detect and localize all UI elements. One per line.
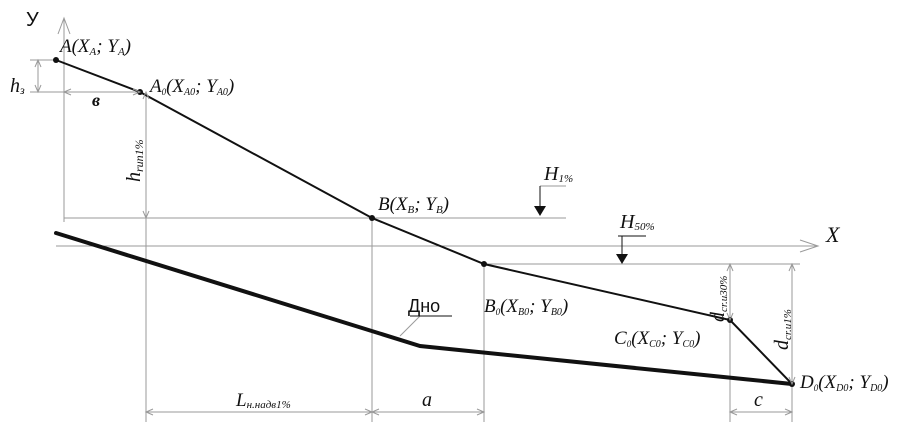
bottom-label: Дно — [399, 296, 452, 337]
label-b: B(XB; YB) — [378, 194, 449, 216]
dim-hrun: hrun1% — [123, 90, 150, 220]
dim-dcr30: dcr.u30% — [707, 262, 734, 322]
label-c0: C0(XC0; YC0) — [614, 328, 700, 350]
dcr30-label: dcr.u30% — [707, 276, 730, 322]
a-label: a — [422, 389, 432, 411]
hrun-label: hrun1% — [123, 139, 146, 182]
y-axis: У — [26, 9, 71, 222]
profile-line — [55, 59, 793, 385]
y-axis-label: У — [26, 9, 39, 31]
bottom-line — [54, 231, 794, 386]
dim-c: c — [728, 389, 794, 416]
label-d0: D0(XD0; YD0) — [799, 372, 889, 394]
label-a0: A0(XA0; YA0) — [148, 76, 234, 98]
dim-a: a — [370, 389, 486, 416]
x-axis-label: X — [825, 222, 841, 247]
level-h1: H1% — [534, 163, 573, 216]
point-a — [53, 57, 59, 63]
bottom-label-text: Дно — [408, 296, 440, 316]
profile-points — [53, 57, 795, 387]
construction-lines — [30, 59, 800, 422]
label-a: A(XA; YA) — [58, 36, 131, 58]
point-b — [369, 215, 375, 221]
c-label: c — [754, 389, 763, 411]
h50-label: H50% — [619, 211, 655, 233]
dcr1-label: dcr.u1% — [771, 309, 794, 350]
point-b0 — [481, 261, 487, 267]
l-label: Lн.надв1% — [235, 390, 291, 411]
dim-b: в — [62, 88, 142, 110]
h1-label: H1% — [543, 163, 573, 185]
label-b0: B0(XB0; YB0) — [484, 296, 568, 318]
dim-h3: hз — [10, 58, 42, 97]
x-axis: X — [56, 222, 841, 253]
dim-l: Lн.надв1% — [144, 390, 374, 416]
b-label: в — [92, 90, 100, 110]
dim-dcr1: dcr.u1% — [771, 262, 796, 386]
level-h50: H50% — [616, 211, 655, 264]
h3-label: hз — [10, 75, 25, 97]
